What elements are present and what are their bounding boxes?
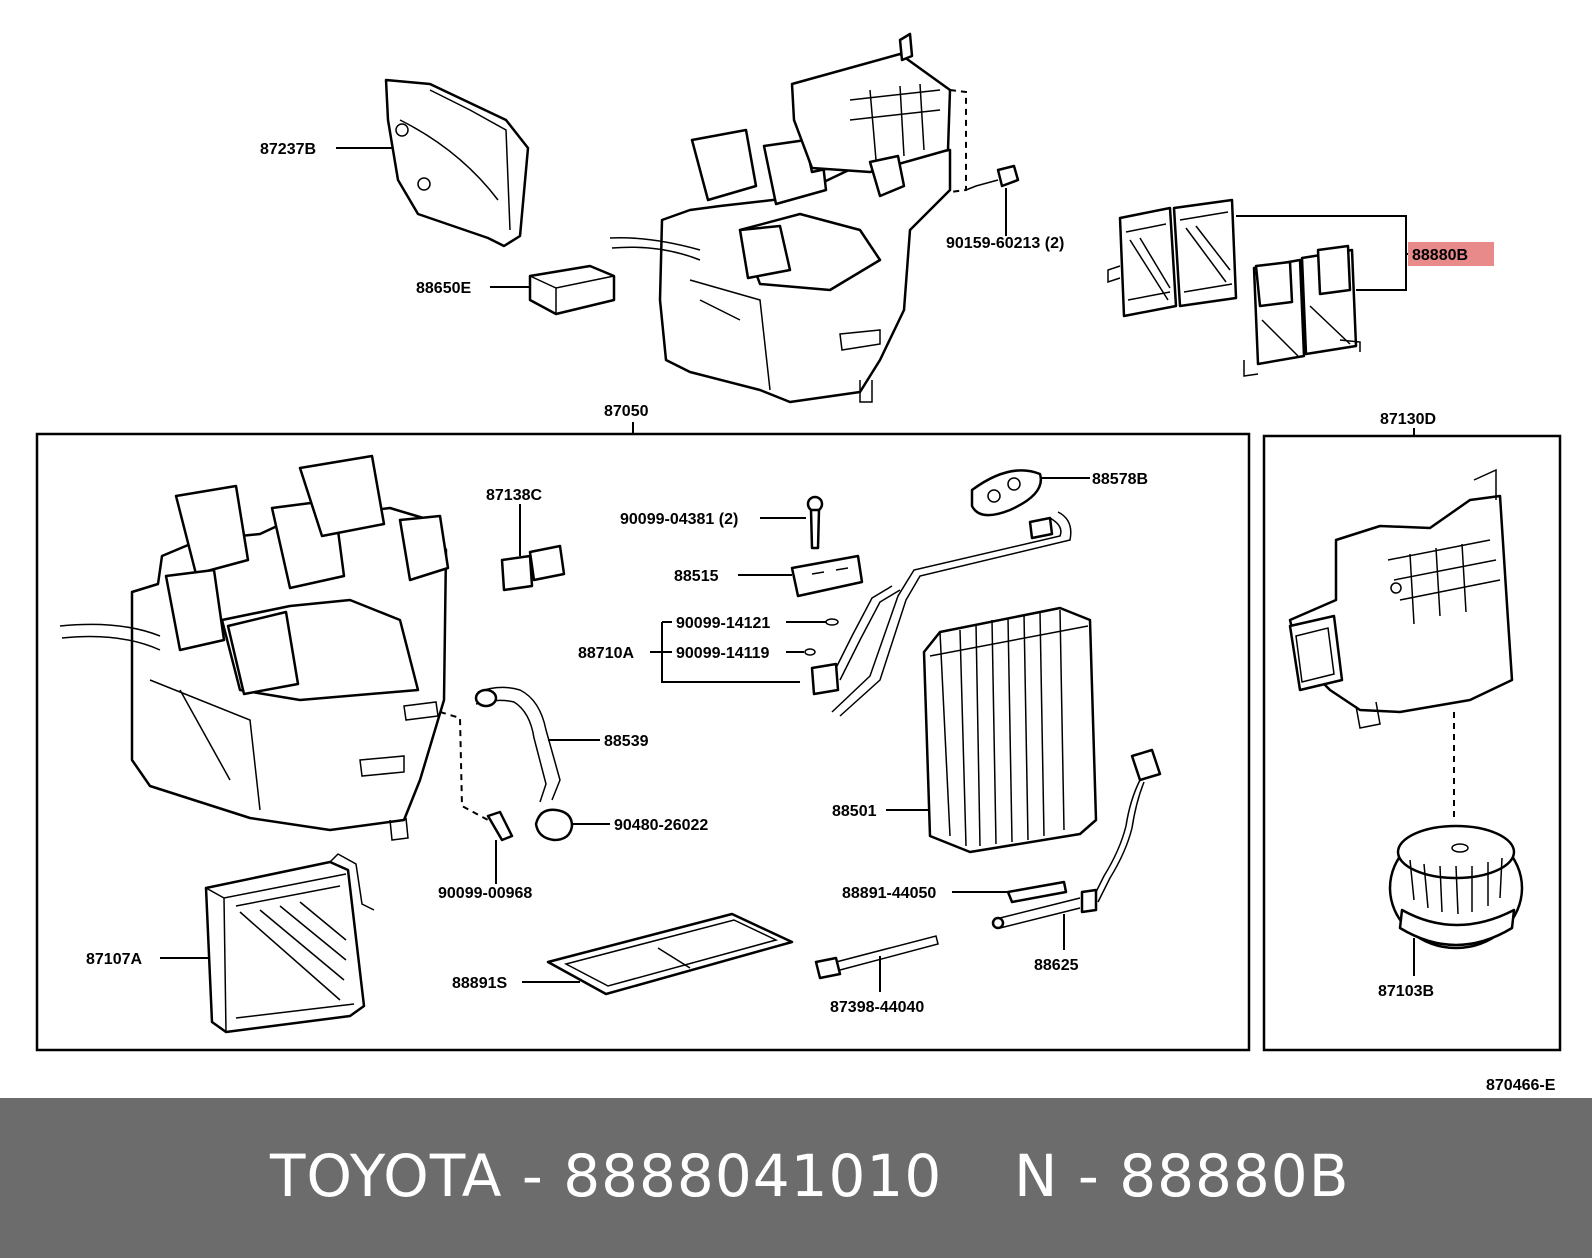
cable-tie-87398-drawing — [814, 935, 939, 980]
blower-unit-87130d-drawing — [1288, 468, 1514, 729]
screw-90099-00968-drawing — [486, 810, 514, 842]
label-90480-26022: 90480-26022 — [614, 817, 708, 834]
highlight-88880b — [1408, 242, 1494, 266]
screw-90099-04381-drawing — [806, 495, 824, 550]
assembly-87050-box — [35, 432, 1251, 1052]
connector-87138c-drawing — [500, 544, 566, 592]
label-88710a: 88710A — [578, 645, 634, 662]
label-90159-60213: 90159-60213 (2) — [946, 235, 1064, 252]
label-88578b: 88578B — [1092, 471, 1148, 488]
heater-housing-drawing — [59, 454, 450, 841]
filter-88880b-drawing — [1107, 198, 1361, 377]
top-unit-assembly-drawing — [609, 32, 952, 404]
footer-reference-number: N - 88880B — [1014, 1142, 1350, 1210]
bolt-90159-drawing — [965, 164, 1020, 191]
heater-core-87107a-drawing — [204, 853, 375, 1034]
label-87130d: 87130D — [1380, 411, 1436, 428]
label-87138c: 87138C — [486, 487, 542, 504]
label-88539: 88539 — [604, 733, 649, 750]
label-88501: 88501 — [832, 803, 877, 820]
label-88625: 88625 — [1034, 957, 1079, 974]
label-88515: 88515 — [674, 568, 719, 585]
label-90099-00968: 90099-00968 — [438, 885, 532, 902]
label-90099-04381: 90099-04381 (2) — [620, 511, 738, 528]
blower-motor-87103b-drawing — [1388, 824, 1524, 950]
label-88650e: 88650E — [416, 280, 471, 297]
diagram-code: 870466-E — [1486, 1077, 1556, 1094]
assembly-87130d-box — [1262, 434, 1562, 1052]
grommet-90480-drawing — [534, 808, 574, 842]
thermistor-88625-drawing — [991, 748, 1162, 930]
label-90099-14119: 90099-14119 — [676, 645, 770, 662]
tray-88891s-drawing — [546, 912, 794, 996]
part-info-footer: TOYOTA - 8888041010 N - 88880B — [0, 1098, 1592, 1258]
label-87050: 87050 — [604, 403, 649, 420]
label-90099-14121: 90099-14121 — [676, 615, 770, 632]
cover-87237b-drawing — [384, 78, 530, 248]
label-88891-44050: 88891-44050 — [842, 885, 936, 902]
resistor-88650e-drawing — [528, 264, 616, 316]
clip-88891-44050-drawing — [1006, 880, 1068, 904]
label-88880b-top: 88880B — [1412, 247, 1468, 264]
label-87107a: 87107A — [86, 951, 142, 968]
label-87398-44040: 87398-44040 — [830, 999, 924, 1016]
exploded-parts-diagram: 87237B 88650E 90159-60213 (2) — [35, 32, 1562, 1094]
label-87103b: 87103B — [1378, 983, 1434, 1000]
evaporator-88501-drawing — [922, 606, 1098, 854]
label-88891s: 88891S — [452, 975, 507, 992]
hose-88539-drawing — [474, 686, 561, 803]
gasket-88578b-drawing — [970, 469, 1043, 517]
valve-88515-drawing — [790, 554, 864, 598]
label-87237b: 87237B — [260, 141, 316, 158]
footer-brand-part-number: TOYOTA - 8888041010 — [270, 1142, 943, 1210]
refrigerant-pipe-drawing — [810, 511, 1072, 717]
